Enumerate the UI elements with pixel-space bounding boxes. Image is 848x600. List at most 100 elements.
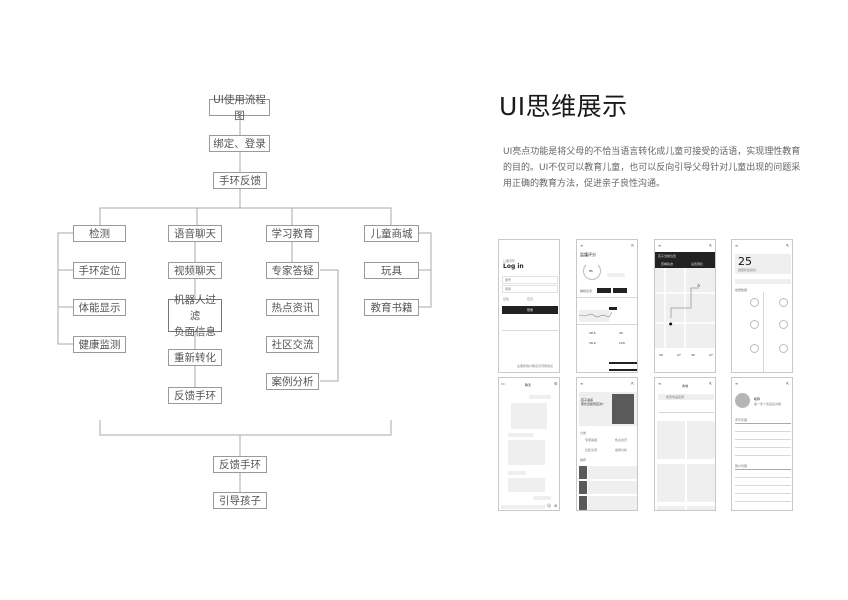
chat-bubble-out-2 <box>533 496 551 500</box>
node-fitness-display: 体能显示 <box>73 299 126 316</box>
share-icon[interactable]: ⇱ <box>709 243 713 248</box>
education-cat-2[interactable]: 热点资讯 <box>615 438 628 442</box>
shop-search-input[interactable]: 搜索商品名称 <box>658 394 714 400</box>
login-forgot-option[interactable]: 忘记 <box>527 297 534 301</box>
profile-row-1[interactable] <box>735 431 791 432</box>
node-case-analysis: 案例分析 <box>266 373 319 390</box>
node-root: UI使用流程图 <box>209 94 270 122</box>
menu-icon[interactable]: ≡ <box>580 243 584 248</box>
chat-input[interactable] <box>501 505 545 509</box>
product-card-1[interactable] <box>657 421 685 459</box>
screen-education: ≡ ⇱ 孩子说谎 家长该如何应对? 分类 专家答疑 热点资讯 社区交流 案例分析… <box>576 377 638 511</box>
health-gauge-1 <box>750 298 759 307</box>
menu-icon[interactable]: ≡ <box>580 381 584 386</box>
article-row-3[interactable] <box>588 496 637 510</box>
destination-pin-icon: ♁ <box>697 283 700 288</box>
product-card-3[interactable] <box>657 464 685 502</box>
education-cat-1[interactable]: 专家答疑 <box>585 438 598 442</box>
node-final-feedback: 反馈手环 <box>213 456 267 473</box>
login-password-input[interactable]: 密码 <box>502 285 558 293</box>
profile-row-2[interactable] <box>735 439 791 440</box>
monitor-chart-line <box>579 311 613 318</box>
flowchart: UI使用流程图 绑定、登录 手环反馈 检测 手环定位 体能显示 健康监测 语音聊… <box>57 94 432 509</box>
map-header: 孩子当前位置 查看轨迹 设置围栏 <box>655 252 715 268</box>
article-row-1[interactable] <box>588 466 637 479</box>
login-remember-option[interactable]: 记住 <box>503 297 510 301</box>
node-reconvert: 重新转化 <box>168 349 222 366</box>
product-card-5[interactable] <box>657 506 685 510</box>
profile-row-3[interactable] <box>735 447 791 448</box>
product-card-6[interactable] <box>687 506 715 510</box>
monitor-stat-2: 32 <box>619 331 623 335</box>
login-button[interactable]: 登录 <box>502 306 558 314</box>
connector-col3-bracket <box>320 269 339 382</box>
share-icon[interactable]: ⇱ <box>709 381 713 386</box>
login-footer: 注册新用户即表示同意协议 <box>517 364 554 368</box>
chat-bubble-in-2 <box>508 471 526 475</box>
map-stat-1: 20 <box>659 353 663 357</box>
node-community: 社区交流 <box>266 336 319 353</box>
menu-icon[interactable]: ≡ <box>735 381 739 386</box>
monitor-stat-4: 120 <box>619 341 625 345</box>
divider <box>577 324 637 325</box>
profile-row-6[interactable] <box>735 485 791 486</box>
share-icon[interactable]: ⇱ <box>786 243 790 248</box>
profile-section-account: 账户管理 <box>735 464 748 468</box>
add-icon[interactable]: ⊕ <box>554 503 558 508</box>
monitor-stat-3: 18.2 <box>589 341 596 345</box>
map-fence-button[interactable]: 设置围栏 <box>691 262 704 266</box>
monitor-tab-sleep[interactable]: 睡眠监测 <box>580 289 593 293</box>
map-stat-3: 30 <box>691 353 695 357</box>
menu-icon[interactable]: ≡ <box>658 243 662 248</box>
menu-icon[interactable]: ≡ <box>658 381 662 386</box>
profile-row-5[interactable] <box>735 477 791 478</box>
divider <box>735 423 791 424</box>
menu-icon[interactable]: ≡ <box>735 243 739 248</box>
login-heading: Log in <box>503 263 524 270</box>
monitor-score: 85 <box>589 269 593 273</box>
education-cat-4[interactable]: 案例分析 <box>615 448 628 452</box>
product-card-4[interactable] <box>687 464 715 502</box>
screen-profile: ≡ ⇱ 昵称 第一条个性签名内容 手环管理 账户管理 <box>731 377 793 511</box>
education-cat-3[interactable]: 社区交流 <box>585 448 598 452</box>
profile-avatar[interactable] <box>735 393 750 408</box>
monitor-tab-heart[interactable] <box>597 288 611 293</box>
article-row-2[interactable] <box>588 481 637 494</box>
share-icon[interactable]: ⇱ <box>631 243 635 248</box>
share-icon[interactable]: ⇱ <box>786 381 790 386</box>
monitor-chart-area <box>579 310 609 322</box>
health-gauge-5 <box>750 344 759 353</box>
health-label: 健康状态良好 <box>738 268 757 272</box>
profile-row-4[interactable] <box>735 455 791 456</box>
monitor-badge <box>607 273 625 277</box>
article-thumb-2[interactable] <box>579 481 587 494</box>
health-search[interactable] <box>735 279 791 284</box>
health-summary-card <box>735 254 791 274</box>
education-section-category: 分类 <box>580 431 587 435</box>
health-number: 25 <box>738 255 752 268</box>
profile-row-7[interactable] <box>735 493 791 494</box>
article-thumb-1[interactable] <box>579 466 587 479</box>
health-gauge-4 <box>779 320 788 329</box>
product-card-2[interactable] <box>687 421 715 459</box>
screen-map: ≡ ⇱ 孩子当前位置 查看轨迹 设置围栏 ♁ ● 20 27 30 27 <box>654 239 716 373</box>
camera-icon[interactable]: ▭ <box>501 381 505 386</box>
settings-icon[interactable]: ⚙ <box>554 381 558 386</box>
monitor-title: 监護评分 <box>580 252 596 257</box>
article-thumb-3[interactable] <box>579 496 587 510</box>
monitor-tab-sport[interactable] <box>613 288 627 293</box>
login-account-input[interactable]: 账号 <box>502 276 558 284</box>
map-track-button[interactable]: 查看轨迹 <box>661 262 674 266</box>
node-learning: 学习教育 <box>266 225 319 242</box>
education-section-recommend: 推荐 <box>580 458 587 462</box>
node-edu-books: 教育书籍 <box>364 299 419 316</box>
profile-row-8[interactable] <box>735 501 791 502</box>
screen-chat: ▭ 聊天 ⚙ ☺ ⊕ <box>498 377 560 511</box>
divider <box>502 330 558 331</box>
divider <box>577 297 637 298</box>
node-band-location: 手环定位 <box>73 262 126 279</box>
node-toys: 玩具 <box>364 262 419 279</box>
emoji-icon[interactable]: ☺ <box>547 503 552 508</box>
progress-bar-2 <box>609 369 637 371</box>
share-icon[interactable]: ⇱ <box>631 381 635 386</box>
